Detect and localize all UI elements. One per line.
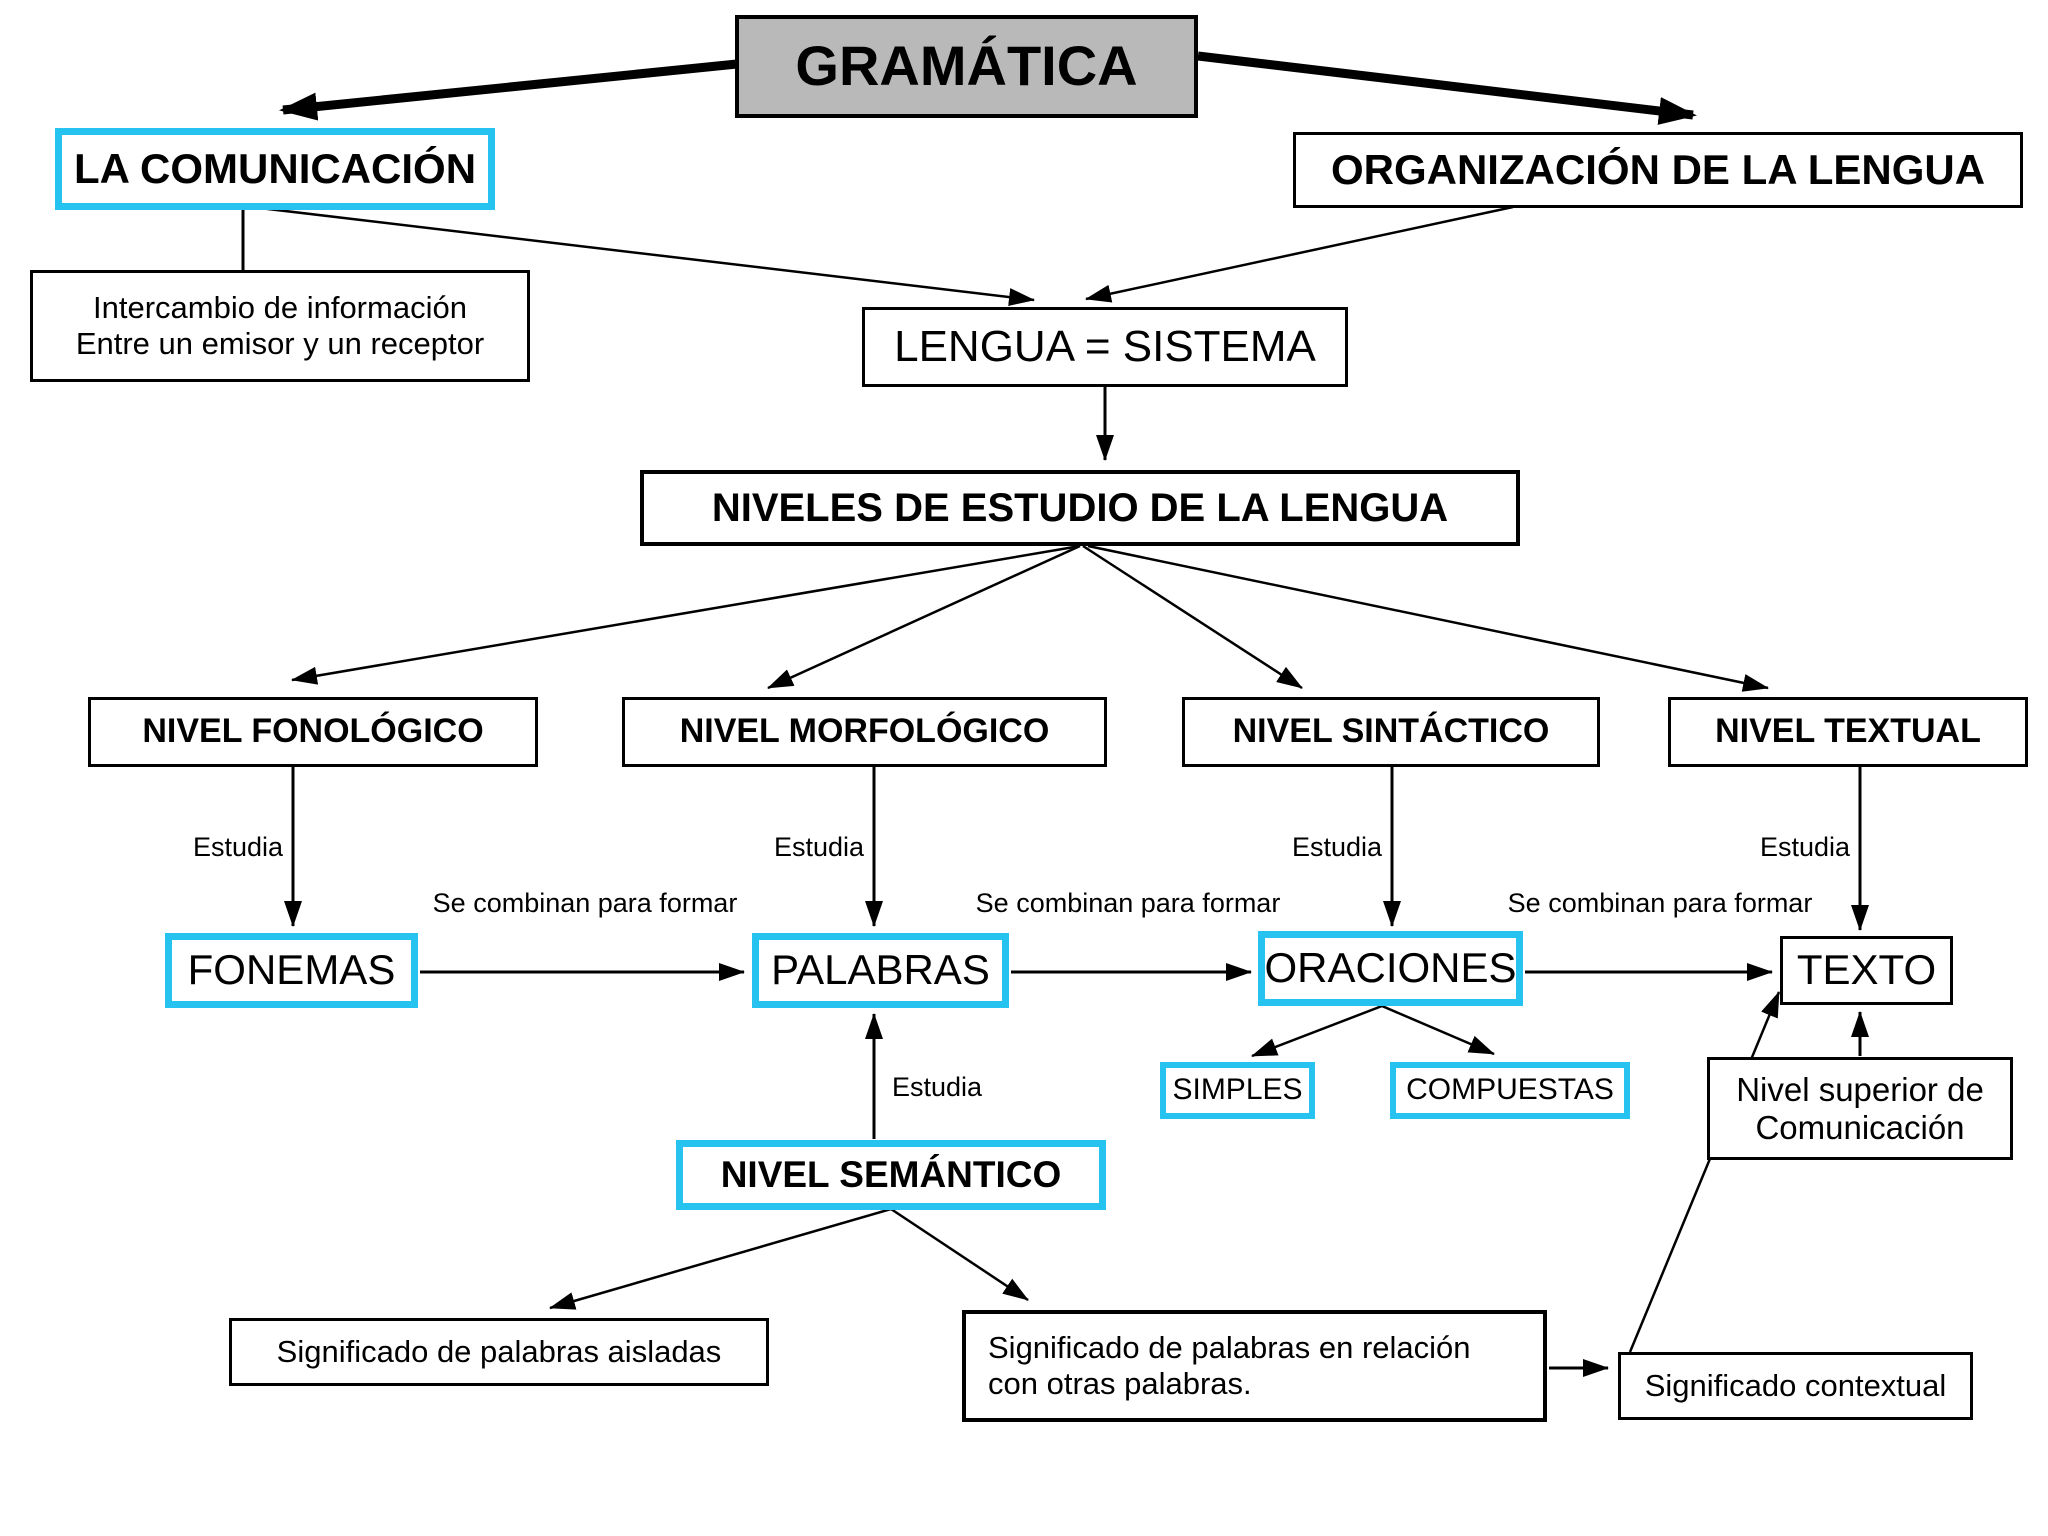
node-organizacion-de-la-lengua: ORGANIZACIÓN DE LA LENGUA [1293, 132, 2023, 208]
label-estudia-textual: Estudia [1759, 832, 1850, 862]
edge-niveles-fonologico [291, 544, 1081, 685]
edge-organizacion-lengua [1085, 205, 1514, 303]
node-nivel-sintactico: NIVEL SINTÁCTICO [1182, 697, 1600, 767]
intercambio-line1: Intercambio de información [93, 290, 467, 326]
nivel-superior-line1: Nivel superior de [1736, 1070, 1984, 1108]
node-niveles-de-estudio: NIVELES DE ESTUDIO DE LA LENGUA [640, 470, 1520, 546]
edge-semantico-relacion [890, 1207, 1029, 1302]
node-fonemas: FONEMAS [165, 933, 418, 1008]
node-nivel-fonologico: NIVEL FONOLÓGICO [88, 697, 538, 767]
edge-niveles-textual [1087, 544, 1769, 692]
edge-niveles-morfologico [767, 544, 1081, 690]
nivel-superior-line2: Comunicación [1755, 1108, 1965, 1146]
node-texto: TEXTO [1780, 936, 1953, 1005]
node-gramatica: GRAMÁTICA [735, 15, 1198, 118]
significado-relacion-line2: con otras palabras. [988, 1366, 1252, 1401]
node-lengua-sistema: LENGUA = SISTEMA [862, 307, 1348, 387]
edge-semantico-aisladas [549, 1207, 892, 1310]
node-significado-relacion: Significado de palabras en relación con … [962, 1310, 1547, 1422]
node-nivel-semantico: NIVEL SEMÁNTICO [676, 1140, 1106, 1210]
node-compuestas: COMPUESTAS [1390, 1062, 1630, 1119]
node-simples: SIMPLES [1160, 1062, 1315, 1119]
node-significado-contextual: Significado contextual [1618, 1352, 1973, 1420]
edge-niveles-sintactico [1082, 544, 1303, 690]
node-intercambio: Intercambio de información Entre un emis… [30, 270, 530, 382]
edge-comunicacion-lengua [242, 204, 1035, 306]
node-nivel-textual: NIVEL TEXTUAL [1668, 697, 2028, 767]
edge-oraciones-simples [1251, 1004, 1383, 1058]
node-nivel-superior: Nivel superior de Comunicación [1707, 1057, 2013, 1160]
node-nivel-morfologico: NIVEL MORFOLÓGICO [622, 697, 1107, 767]
node-oraciones: ORACIONES [1258, 931, 1523, 1006]
node-significado-aisladas: Significado de palabras aisladas [229, 1318, 769, 1386]
node-palabras: PALABRAS [752, 933, 1009, 1008]
intercambio-line2: Entre un emisor y un receptor [75, 326, 485, 361]
node-la-comunicacion: LA COMUNICACIÓN [55, 128, 495, 210]
label-se-combinan-3: Se combinan para formar [1507, 888, 1813, 918]
significado-relacion-line1: Significado de palabras en relación [988, 1330, 1471, 1366]
label-se-combinan-2: Se combinan para formar [975, 888, 1281, 918]
edge-contextual-texto [1628, 991, 1781, 1353]
edge-gramatica-organizacion [1197, 51, 1697, 125]
edge-oraciones-compuestas [1381, 1004, 1495, 1056]
label-estudia-fonologico: Estudia [192, 832, 283, 862]
label-estudia-sintactico: Estudia [1291, 832, 1382, 862]
label-estudia-semantico: Estudia [892, 1072, 983, 1102]
label-estudia-morfologico: Estudia [773, 832, 864, 862]
label-se-combinan-1: Se combinan para formar [432, 888, 738, 918]
edge-gramatica-comunicacion [279, 59, 738, 121]
